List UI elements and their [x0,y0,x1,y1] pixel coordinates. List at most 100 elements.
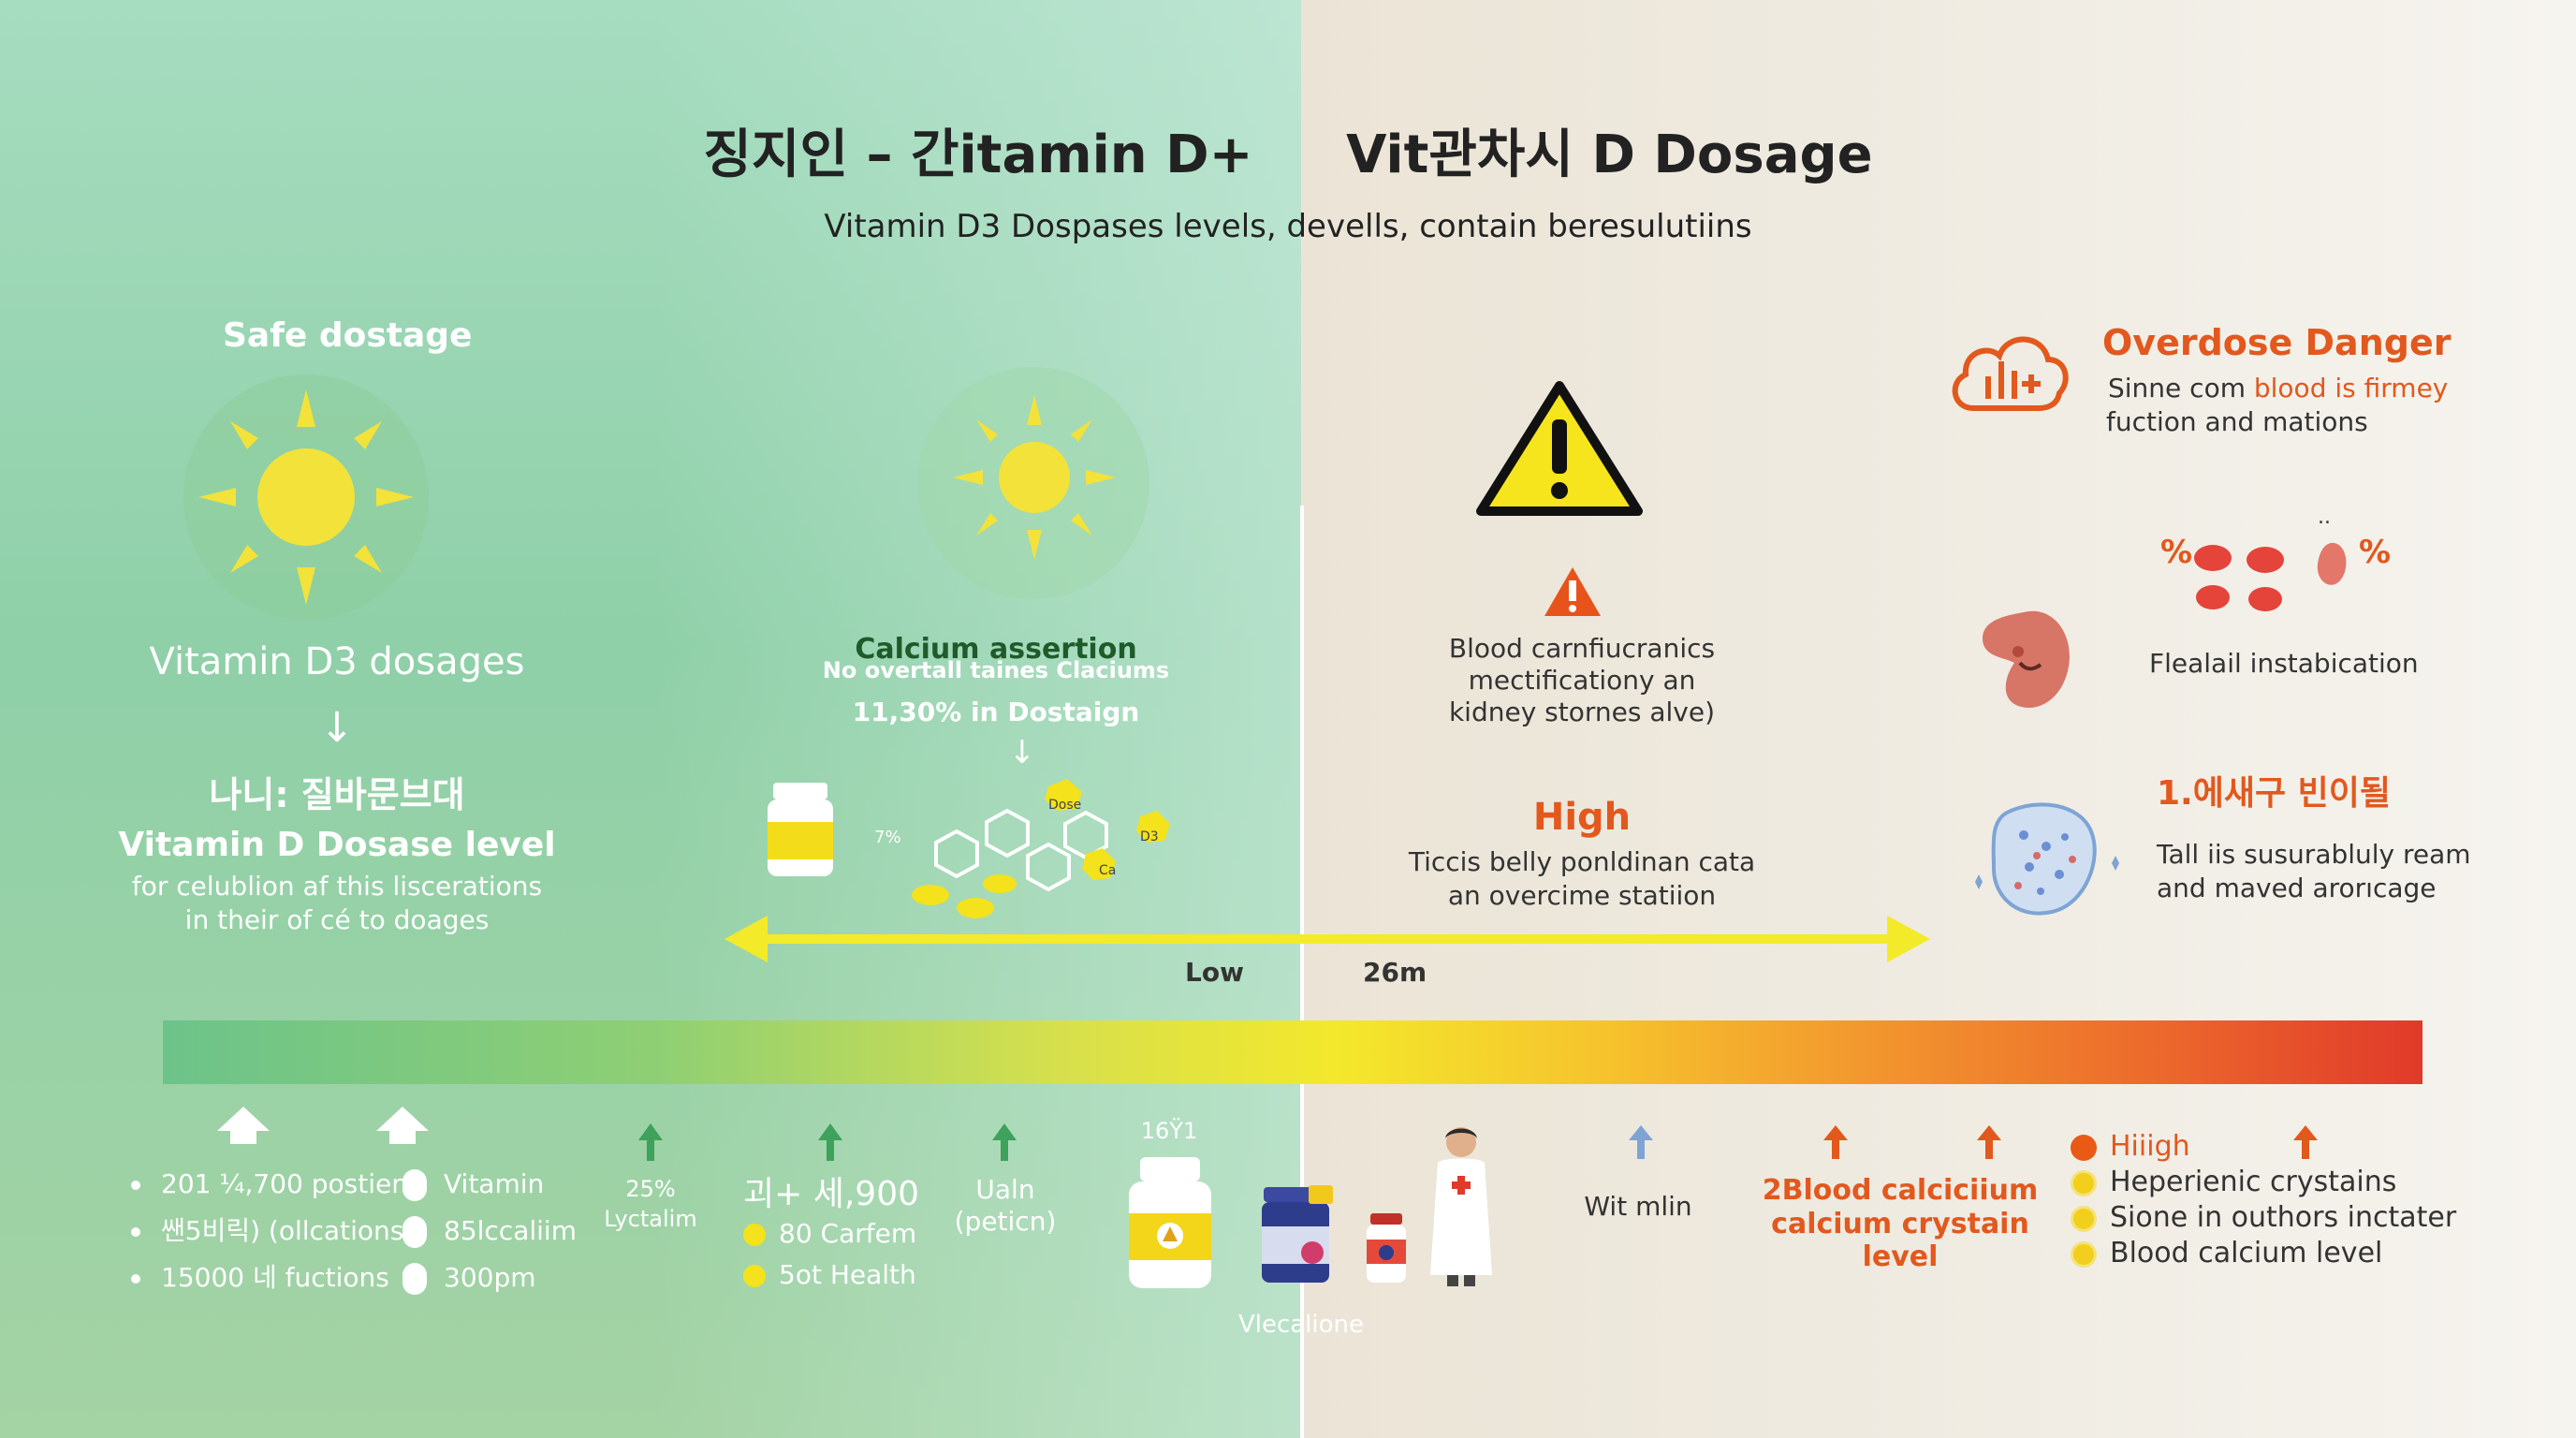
blue-up-arrow [1629,1125,1653,1159]
percent-right: % [2359,534,2392,571]
left-list-text: 쌘5비릭) (ollcations [161,1215,404,1246]
warning-desc-3: kidney stornes alve) [1448,697,1716,727]
col-25-label: Lyctalim [604,1206,697,1232]
yellow-list-text: 5ot Health [779,1259,916,1290]
yellow-list-item: 5ot Health [743,1255,916,1296]
pill-list-item: 300pm [402,1255,577,1301]
pill-icon [402,1169,427,1201]
small-warning-icon [1544,567,1601,616]
badge-icon [2071,1205,2097,1232]
dosage-level-title: Vitamin D Dosase level [118,826,556,864]
badge-icon [2071,1169,2097,1196]
yellow-list: 80 Carfem 5ot Health [743,1213,916,1296]
overdose-danger-title: Overdose Danger [2102,322,2452,363]
orange-dot [2071,1134,2097,1161]
arrow-left-icon [724,916,768,962]
pill-list-item: 85lccaliim [402,1208,577,1255]
left-list-item: 쌘5비릭) (ollcations [131,1208,417,1255]
yellow-list-item: 80 Carfem [743,1213,916,1255]
scale-low-label: Low [1185,957,1244,988]
pill-list-text: 85lccaliim [444,1215,577,1246]
col-25-percent: 25% [625,1176,676,1202]
bottle-caption: Vlecalione [1237,1311,1365,1339]
sun-icon-2 [953,395,1116,560]
blob-desc-2: and maved arorıcage [2157,873,2437,903]
green-up-arrow-2 [818,1123,842,1161]
overdose-desc-2: fuction and mations [2106,406,2368,437]
korean-dosage-label: 나니: 질바문브대 [209,774,465,815]
yellow-dot [743,1224,766,1246]
overdose-cloud-icon [1952,336,2069,411]
left-list-item: 15000 네 fuctions [131,1255,417,1301]
pill-list: Vitamin 85lccaliim 300pm [402,1161,577,1301]
calcium-percent: 11,30% in Dostaign [852,697,1140,727]
page-title: 징지인 – 간itamin D+ Vit관차시 D Dosage [0,112,2576,188]
up-arrow-icon-2 [376,1107,429,1144]
blood-cells-icon [2194,542,2347,611]
col-900-value: 괴+ 세,900 [743,1175,920,1213]
title-right: Vit관차시 D Dosage [1346,125,1873,185]
bullet-dot [131,1227,140,1237]
medicine-bottle-icon [1367,1213,1406,1283]
blood-sample-icon [1975,802,2119,916]
high-desc-1: Ticcis belly ponldinan cata [1408,846,1756,877]
ualn-sub: (peticn) [954,1206,1057,1237]
green-up-arrow-3 [992,1123,1017,1161]
blood-calcium-label-1: 2Blood calciciium [1762,1174,2039,1207]
ualn-label: Ualn [975,1174,1035,1205]
blood-calcium-label-2: calcium crystain level [1771,1208,2029,1273]
orange-up-arrow-3 [2293,1125,2318,1159]
pill-list-text: 300pm [444,1262,536,1293]
high-list-item: Sione in outhors inctater [2071,1200,2456,1236]
dosage-level-desc-2: in their of cé to doages [184,904,490,935]
kidney-label: Flealail instabication [2149,648,2419,679]
high-list: Hiiigh Heperienic crystains Sione in out… [2071,1129,2456,1271]
down-arrow-icon: ↓ [319,704,355,752]
capsule-label-3: Ca [1099,863,1117,878]
high-list-head: Hiiigh [2071,1129,2456,1165]
left-bullet-list: 201 ¼,700 postiem 쌘5비릭) (ollcations 1500… [131,1161,417,1301]
warning-desc-1: Blood carnfiucranics [1448,633,1716,664]
pill-list-item: Vitamin [402,1161,577,1208]
wit-mlin-label: Wit mlin [1584,1191,1692,1222]
dosage-level-desc-1: for celublion af this liscerations [131,871,543,902]
high-list-head-text: Hiiigh [2110,1130,2190,1163]
vitamin-d3-dosages: Vitamin D3 dosages [149,640,525,683]
pill-icon [402,1216,427,1248]
orange-up-arrow-2 [1977,1125,2001,1159]
warning-desc-2: mectificationy an [1468,665,1696,696]
bullet-dot [131,1181,140,1190]
up-arrow-icon-1 [217,1107,270,1144]
molecule-percent: 7% [874,828,901,847]
bullet-dot [131,1274,140,1284]
blob-desc-1: Tall iis susurabluly ream [2157,839,2471,870]
arrow-right-icon [1887,916,1930,962]
high-list-text: Sione in outhors inctater [2110,1201,2457,1234]
supplement-jar-icon [1262,1185,1333,1283]
title-left: 징지인 – 간itamin D+ [703,125,1253,185]
yellow-list-text: 80 Carfem [779,1218,917,1249]
dosage-gradient-bar [163,1020,2422,1084]
left-list-text: 15000 네 fuctions [161,1262,389,1293]
down-arrow-icon-2: ↓ [1008,734,1036,771]
warning-icon [1476,381,1643,516]
yellow-dot [743,1265,766,1287]
bottle-number: 16Ÿ1 [1140,1118,1198,1144]
overdose-desc-1a: Sinne com [2108,373,2254,404]
high-list-text: Heperienic crystains [2110,1166,2397,1198]
capsule-label-2: D3 [1140,829,1159,844]
high-desc-2: an overcime statiion [1447,880,1717,911]
high-list-item: Blood calcium level [2071,1236,2456,1271]
sun-icon [198,389,414,605]
center-divider [1300,506,1304,1438]
doctor-icon [1430,1127,1492,1286]
high-list-text: Blood calcium level [2110,1237,2383,1269]
page-subtitle: Vitamin D3 Dospases levels, devells, con… [824,208,1752,245]
high-list-item: Heperienic crystains [2071,1165,2456,1200]
supplement-bottle-icon [768,783,833,876]
dosage-scale-arrow [760,934,1893,944]
high-label: High [1532,796,1632,839]
scale-mid-label: 26m [1363,957,1427,988]
left-list-item: 201 ¼,700 postiem [131,1161,417,1208]
